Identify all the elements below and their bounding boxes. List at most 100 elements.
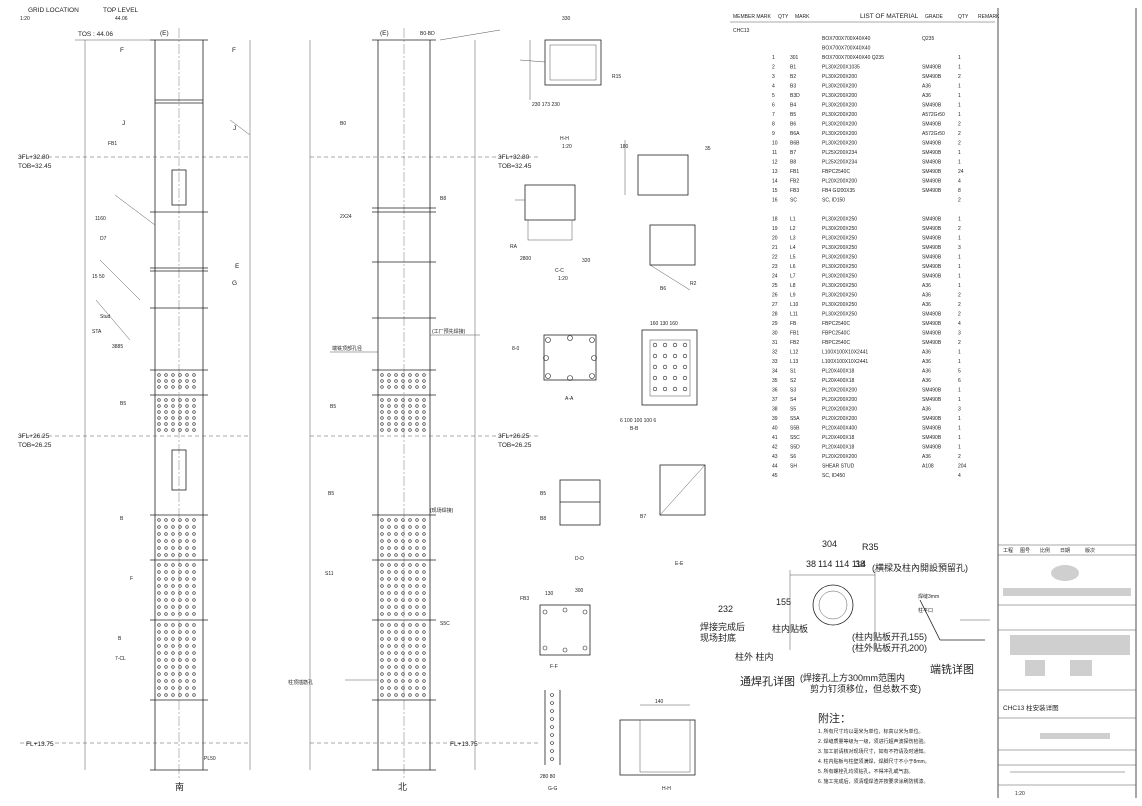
bolt-hole xyxy=(408,553,412,557)
bolt-hole xyxy=(178,563,182,567)
bolt-hole xyxy=(157,644,161,648)
bolt-hole xyxy=(652,353,658,359)
bolt-hole xyxy=(387,563,391,567)
bolt-hole xyxy=(380,563,384,567)
material-cell: L1 xyxy=(790,217,796,223)
material-cell: 2 xyxy=(958,293,961,299)
bolt-hole xyxy=(401,546,405,550)
bolt-hole xyxy=(178,630,182,634)
bolt-hole xyxy=(387,518,391,522)
bolt-hole xyxy=(157,686,161,690)
bolt-hole xyxy=(387,570,391,574)
material-cell: 1 xyxy=(958,217,961,223)
bolt-hole xyxy=(422,637,426,641)
bolt-hole xyxy=(422,577,426,581)
bolt-hole xyxy=(171,637,175,641)
bolt-hole xyxy=(394,404,398,408)
bolt-hole xyxy=(157,630,161,634)
bolt-hole xyxy=(185,623,189,627)
tb-l1: 图号 xyxy=(1020,548,1030,554)
material-cell: B3D xyxy=(790,93,800,99)
bolt-hole xyxy=(157,563,161,567)
material-cell: 7 xyxy=(772,112,775,118)
hole-symbol: 柱平口 xyxy=(918,607,933,614)
bolt-hole xyxy=(171,672,175,676)
material-cell: 12 xyxy=(772,160,778,166)
bolt-hole xyxy=(408,651,412,655)
material-cell: SM490B xyxy=(922,340,942,346)
material-cell: SM490B xyxy=(922,274,942,280)
bolt-hole xyxy=(662,342,668,348)
bolt-hole xyxy=(394,525,398,529)
bolt-hole xyxy=(380,546,384,550)
bolt-hole xyxy=(171,605,175,609)
bolt-hole xyxy=(171,546,175,550)
bolt-hole xyxy=(394,428,398,432)
bolt-hole xyxy=(415,398,419,402)
bolt-hole xyxy=(408,422,412,426)
bolt-hole xyxy=(401,630,405,634)
bolt-hole xyxy=(164,605,168,609)
bolt-hole xyxy=(171,598,175,602)
bolt-hole xyxy=(171,612,175,616)
bolt-hole xyxy=(394,410,398,414)
bolt-hole xyxy=(178,605,182,609)
material-cell: SM490B xyxy=(922,74,942,80)
bolt-hole xyxy=(157,672,161,676)
bolt-hole xyxy=(380,630,384,634)
svg-text:F: F xyxy=(232,47,236,54)
material-cell: S5D xyxy=(790,445,800,451)
left-level-1: 3FL+32.80 xyxy=(18,154,50,161)
mat-h4: GRADE xyxy=(925,14,943,20)
bolt-hole xyxy=(394,379,398,383)
bolt-hole xyxy=(415,563,419,567)
dim-114: 114 114 114 xyxy=(818,559,866,569)
material-cell: B7 xyxy=(790,150,796,156)
drawing-no-blur xyxy=(1040,733,1110,739)
section-cc: C-C xyxy=(555,268,564,274)
material-cell: 2 xyxy=(958,198,961,204)
svg-text:320: 320 xyxy=(582,258,591,264)
bolt-hole xyxy=(415,637,419,641)
bolt-hole xyxy=(192,584,196,588)
bolt-hole xyxy=(380,591,384,595)
bolt-hole xyxy=(408,428,412,432)
bolt-hole xyxy=(164,598,168,602)
bolt-hole xyxy=(394,532,398,536)
bolt-hole xyxy=(171,686,175,690)
tb-l3: 日期 xyxy=(1060,548,1070,554)
bolt-hole xyxy=(178,553,182,557)
bolt-hole xyxy=(171,385,175,389)
bolt-hole xyxy=(394,398,398,402)
material-cell: SM490B xyxy=(922,397,942,403)
bolt-hole xyxy=(185,584,189,588)
right-level-1: 3FL+32.80 xyxy=(498,154,530,161)
bolt-hole xyxy=(178,385,182,389)
bolt-hole xyxy=(164,693,168,697)
bolt-hole xyxy=(157,410,161,414)
bolt-hole xyxy=(422,570,426,574)
bolt-hole xyxy=(387,637,391,641)
bolt-hole xyxy=(401,398,405,402)
bolt-hole xyxy=(422,665,426,669)
bolt-hole xyxy=(192,539,196,543)
material-cell: 5 xyxy=(772,93,775,99)
bolt-hole xyxy=(422,379,426,383)
bolt-hole xyxy=(550,717,554,721)
bolt-hole xyxy=(178,373,182,377)
material-cell: 30 xyxy=(772,331,778,337)
svg-text:R15: R15 xyxy=(612,74,621,80)
bolt-hole xyxy=(192,379,196,383)
material-cell: 43 xyxy=(772,454,778,460)
material-cell: 19 xyxy=(772,226,778,232)
bolt-hole xyxy=(408,591,412,595)
material-cell: A36 xyxy=(922,302,931,308)
material-cell: PL20X400X18 xyxy=(822,369,854,375)
bolt-hole xyxy=(415,693,419,697)
bolt-hole xyxy=(401,605,405,609)
bolt-hole xyxy=(171,665,175,669)
bolt-hole xyxy=(178,679,182,683)
anchor-note: 柱内贴板 xyxy=(772,623,808,634)
bolt-hole xyxy=(387,525,391,529)
